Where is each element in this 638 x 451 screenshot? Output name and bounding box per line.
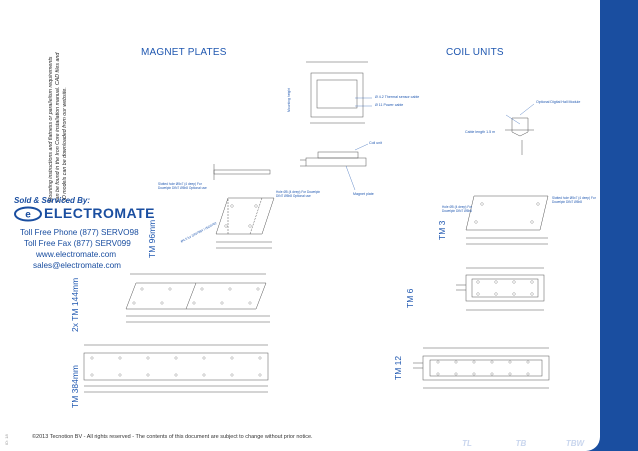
toll-free-fax: Toll Free Fax (877) SERV099 bbox=[24, 239, 131, 248]
tm3-label: TM 3 bbox=[437, 220, 447, 240]
svg-text:e: e bbox=[25, 210, 31, 221]
tm3-slot-callout: Slotted hole Ø5x7 (4 deep) For Dowelpin … bbox=[552, 196, 596, 204]
mounting-note-line-1: Mounting instructions and flatness or pa… bbox=[48, 56, 54, 202]
tm6-coil-unit bbox=[465, 274, 545, 302]
coil-unit-front-view bbox=[310, 72, 364, 118]
mounting-height-callout: Mounting height bbox=[287, 87, 291, 112]
mounting-note-line-2: can be found in the Iron Core installati… bbox=[55, 52, 61, 202]
tm12-coil-unit bbox=[422, 355, 550, 381]
tm96-label: TM 96mm bbox=[147, 219, 157, 258]
sold-by-text: Sold & Serviced By: bbox=[14, 196, 91, 205]
magnet-plate-side-view bbox=[213, 169, 271, 175]
electromate-wordmark: ELECTROMATE bbox=[44, 205, 156, 221]
hall-module-callout: Optional Digital Hall Module bbox=[536, 100, 581, 104]
tab-tl[interactable]: TL bbox=[462, 438, 472, 448]
tm6-label: TM 6 bbox=[405, 288, 415, 308]
tm12-label: TM 12 bbox=[393, 355, 403, 380]
tab-tb[interactable]: TB bbox=[515, 438, 527, 448]
tm3-coil-unit bbox=[465, 195, 549, 231]
sensor-cable-callout: Ø 4.2 Thermal sensor cable bbox=[375, 95, 420, 99]
tm384-magnet-plate bbox=[83, 352, 269, 381]
tm144-label: 2x TM 144mm bbox=[70, 277, 80, 332]
tab-tbw[interactable]: TBW bbox=[565, 438, 585, 448]
page-code: ID: 18 bbox=[4, 434, 9, 445]
mounting-note-line-3: 3D models can be downloaded from our web… bbox=[62, 87, 68, 202]
dowel-hole-callout: Hole Ø5 (4 deep) For Dowelpin DIN7 Ø5h8 … bbox=[276, 190, 321, 198]
tab-tm[interactable]: TM bbox=[407, 438, 419, 448]
coil-unit-side-view bbox=[511, 117, 529, 137]
toll-free-phone: Toll Free Phone (877) SERVO98 bbox=[20, 228, 139, 237]
coil-units-heading: COIL UNITS bbox=[446, 47, 504, 58]
tm384-label: TM 384mm bbox=[70, 365, 80, 408]
power-cable-callout: Ø 11 Power cable bbox=[375, 103, 404, 107]
coil-on-plate-view bbox=[305, 157, 367, 167]
coil-unit-callout: Coil unit bbox=[369, 141, 382, 145]
copyright-footer: ©2013 Tecnotion BV - All rights reserved… bbox=[32, 434, 313, 440]
magnet-plates-heading: MAGNET PLATES bbox=[141, 47, 227, 58]
magnet-plate-callout: Magnet plate bbox=[353, 192, 374, 196]
website-link[interactable]: www.electromate.com bbox=[36, 250, 117, 259]
tm96-magnet-plate bbox=[215, 197, 275, 235]
electromate-logo-icon: e bbox=[14, 206, 42, 222]
sales-email-link[interactable]: sales@electromate.com bbox=[33, 261, 121, 270]
cable-length-callout: Cable length 1.5 m bbox=[465, 130, 496, 134]
tm3-hole-callout: Hole Ø5 (4 deep) For Dowelpin DIN7 Ø5h8 bbox=[442, 205, 473, 213]
tm144-magnet-plate-pair bbox=[125, 282, 267, 310]
mounting-note: Mounting instructions and flatness or pa… bbox=[48, 53, 69, 202]
slotted-hole-callout: Slotted hole Ø5x7 (4 deep) For Dowelpin … bbox=[158, 182, 207, 190]
